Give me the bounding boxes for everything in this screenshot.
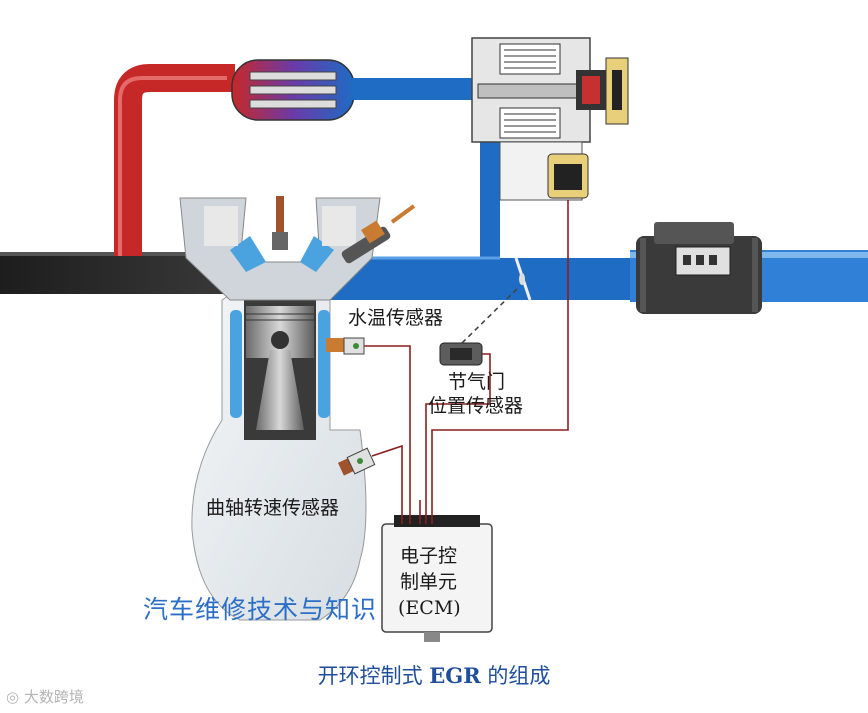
fuel-injector [341, 204, 416, 264]
piston [246, 306, 314, 430]
coolant-temp-sensor [326, 337, 365, 355]
coolant-sensor-label: 水温传感器 [348, 307, 443, 329]
caption-egr: EGR [429, 663, 481, 688]
caption-suffix: 的组成 [480, 664, 551, 688]
egr-hot-pipe [114, 64, 235, 256]
ecm-label-line1: 电子控 [400, 545, 457, 567]
brand-logo: ◎ 大数跨境 [6, 686, 84, 707]
crank-sensor-label: 曲轴转速传感器 [206, 497, 339, 519]
crankshaft-sensor [337, 447, 376, 476]
throttle-sensor-label-line2: 位置传感器 [428, 395, 523, 417]
logo-icon: ◎ [6, 688, 20, 706]
throttle-position-sensor [439, 342, 483, 366]
spark-plug [272, 196, 288, 250]
figure-caption: 开环控制式 EGR 的组成 [0, 660, 868, 690]
ecm-unit [381, 515, 493, 642]
wiring [364, 200, 569, 524]
throttle-valve [514, 257, 532, 301]
ecm-label-line3: (ECM) [398, 597, 461, 619]
throttle-linkage [461, 285, 521, 344]
ecm-label-line2: 制单元 [400, 571, 457, 593]
caption-prefix: 开环控制式 [317, 664, 430, 688]
egr-solenoid [499, 141, 589, 201]
throttle-sensor-label-line1: 节气门 [448, 371, 505, 393]
egr-valve [471, 37, 629, 143]
cylinder-head [179, 197, 381, 301]
airflow-meter [636, 222, 762, 314]
egr-cooler [231, 59, 355, 121]
watermark-text: 汽车维修技术与知识 [143, 595, 378, 624]
logo-text: 大数跨境 [23, 688, 84, 706]
